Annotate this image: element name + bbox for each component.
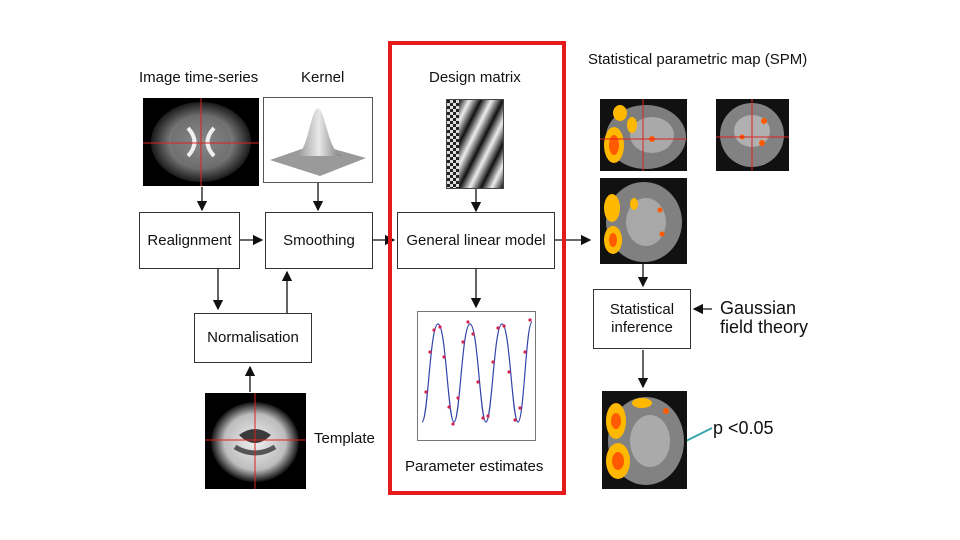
spm-sagittal-image (600, 99, 687, 171)
glm-box: General linear model (397, 212, 555, 269)
normalisation-box: Normalisation (194, 313, 312, 363)
design-matrix-image (446, 99, 504, 189)
spm-coronal-image (716, 99, 789, 171)
inference-line1: Statistical (609, 301, 675, 318)
gaussian-line1: Gaussian (720, 298, 797, 318)
image-time-series-label: Image time-series (139, 69, 259, 86)
p-value-label: p <0.05 (713, 418, 774, 438)
data-points (424, 318, 532, 426)
time-series-image (143, 98, 259, 186)
smoothing-box: Smoothing (265, 212, 373, 269)
inference-line2: inference (611, 319, 673, 336)
design-matrix-label: Design matrix (429, 69, 521, 86)
gaussian-field-theory-label: Gaussian field theory (720, 299, 808, 337)
spm-axial-image (600, 178, 687, 264)
spm-label: Statistical parametric map (SPM) (588, 51, 808, 68)
parameter-estimates-label: Parameter estimates (405, 458, 544, 475)
highlight-frame (388, 41, 566, 495)
fit-line (421, 321, 533, 423)
template-image (205, 393, 306, 489)
kernel-label: Kernel (301, 69, 345, 86)
spm-result-image (602, 391, 687, 489)
statistical-inference-box: Statistical inference (593, 289, 691, 349)
gaussian-line2: field theory (720, 316, 809, 337)
realignment-box: Realignment (139, 212, 240, 269)
kernel-image (263, 97, 373, 183)
parameter-estimates-plot (417, 311, 536, 441)
template-label: Template (314, 430, 375, 447)
